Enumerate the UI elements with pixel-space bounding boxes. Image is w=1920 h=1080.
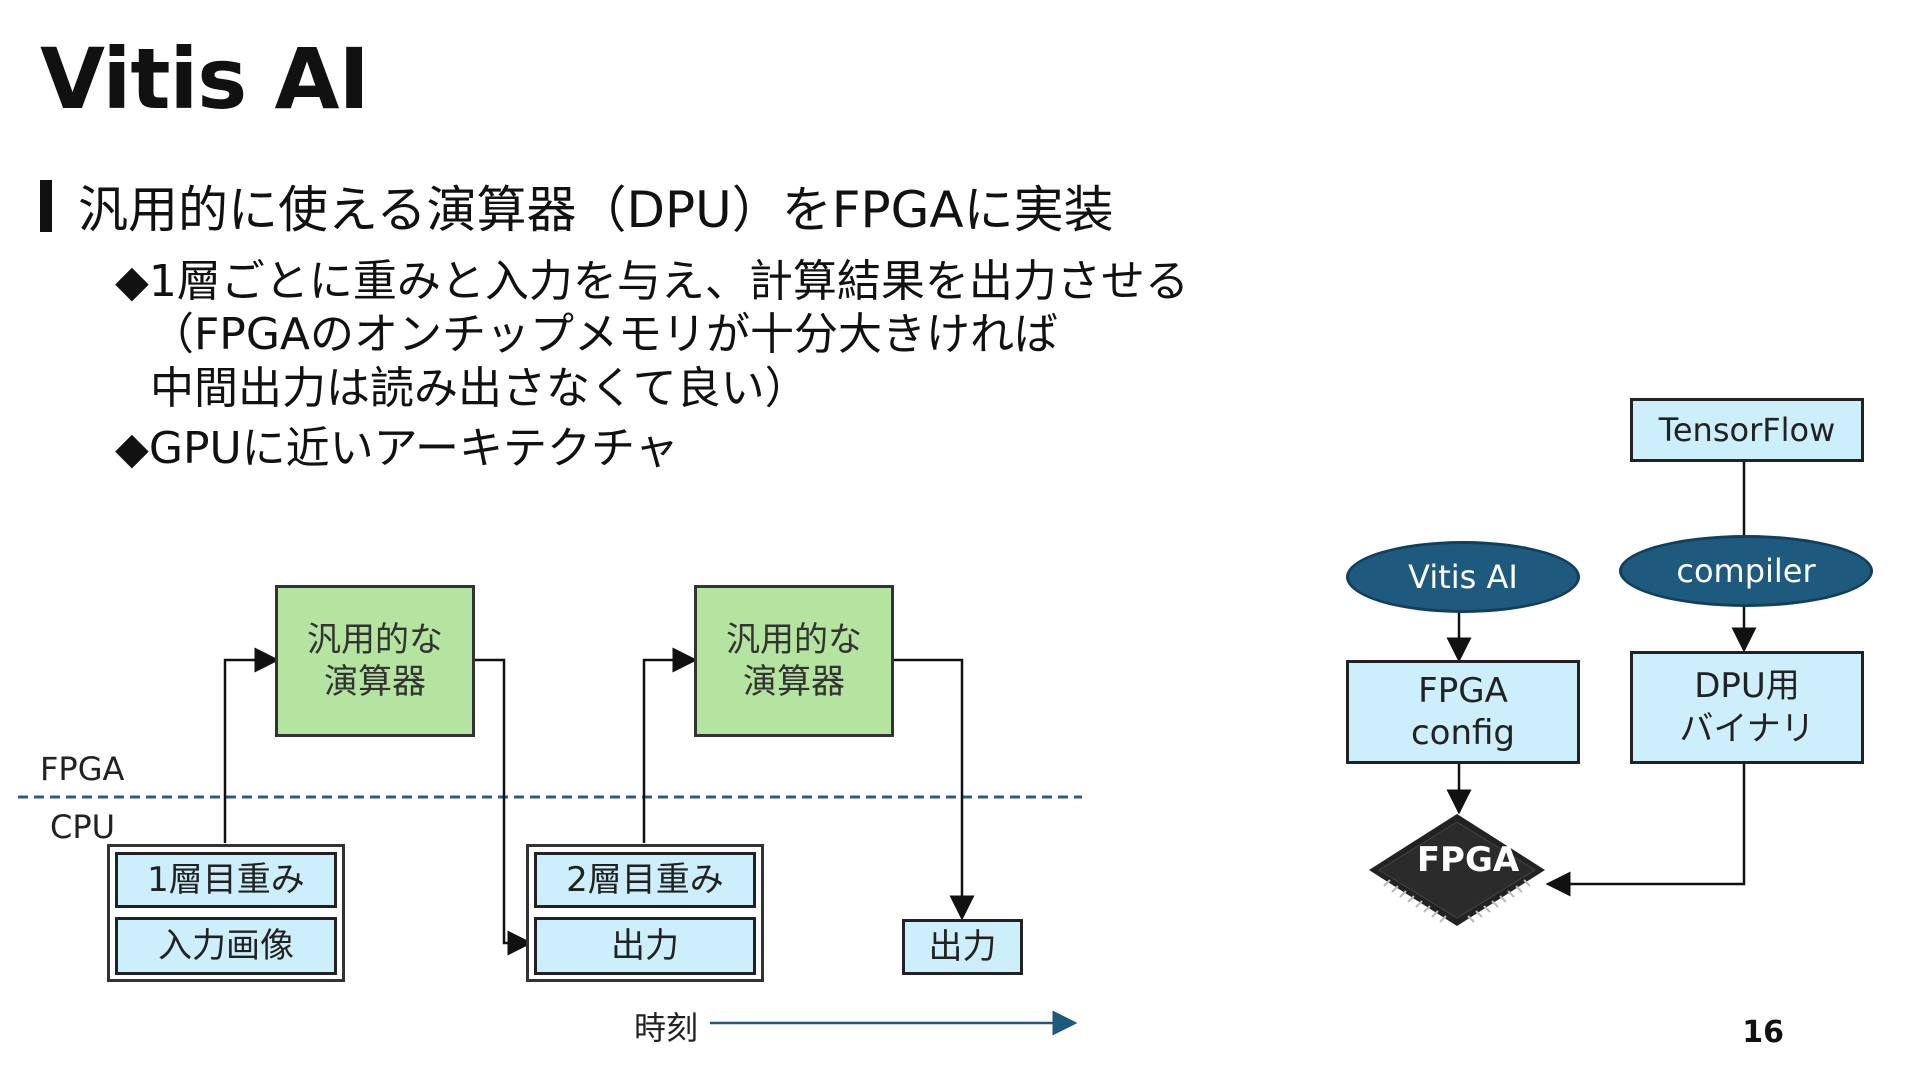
input-image-box: 入力画像 xyxy=(115,917,337,975)
bullet-2-line-1: GPUに近いアーキテクチャ xyxy=(148,423,679,474)
bullet-1-line-3: 中間出力は読み出さなくて良い） xyxy=(150,363,809,414)
layer2-weights-box: 2層目重み xyxy=(534,852,756,908)
arrow-binary-to-chip xyxy=(1545,764,1746,897)
bullet-1: ◆1層ごとに重みと入力を与え、計算結果を出力させる xyxy=(115,245,1189,309)
layer1-weights-box: 1層目重み xyxy=(115,852,337,908)
arrow-group2-to-unit2 xyxy=(642,647,698,843)
fpga-config-box: FPGA config xyxy=(1346,660,1580,764)
bullet-1-line-2: （FPGAのオンチップメモリが十分大きければ xyxy=(150,309,1059,360)
arrow-unit2-to-final xyxy=(892,658,975,921)
fpga-chip-label: FPGA xyxy=(1416,840,1520,880)
dpu-binary-box: DPU用 バイナリ xyxy=(1630,651,1864,764)
diamond-icon: ◆ xyxy=(115,256,149,307)
compute-unit-2: 汎用的な 演算器 xyxy=(694,585,894,737)
time-label: 時刻 xyxy=(634,1009,699,1047)
compiler-ellipse: compiler xyxy=(1619,535,1873,607)
bullet-1-line-1: 1層ごとに重みと入力を与え、計算結果を出力させる xyxy=(148,256,1189,307)
vitis-ai-ellipse: Vitis AI xyxy=(1346,541,1580,613)
arrow-group1-to-unit1 xyxy=(223,647,280,843)
bullet-2: ◆GPUに近いアーキテクチャ xyxy=(115,412,679,476)
intermediate-output-box: 出力 xyxy=(534,917,756,975)
fpga-label: FPGA xyxy=(40,750,125,788)
page-title: Vitis AI xyxy=(40,30,370,128)
fpga-chip-icon xyxy=(1369,814,1545,926)
compute-unit-1: 汎用的な 演算器 xyxy=(275,585,475,737)
tensorflow-box: TensorFlow xyxy=(1630,398,1864,462)
heading-bar xyxy=(40,180,52,232)
cpu-label: CPU xyxy=(50,808,116,846)
page-number: 16 xyxy=(1742,1015,1784,1050)
heading-text: 汎用的に使える演算器（DPU）をFPGAに実装 xyxy=(78,181,1114,239)
diamond-icon: ◆ xyxy=(115,423,149,474)
final-output-box: 出力 xyxy=(902,919,1023,975)
arrow-unit1-to-output xyxy=(473,658,533,956)
